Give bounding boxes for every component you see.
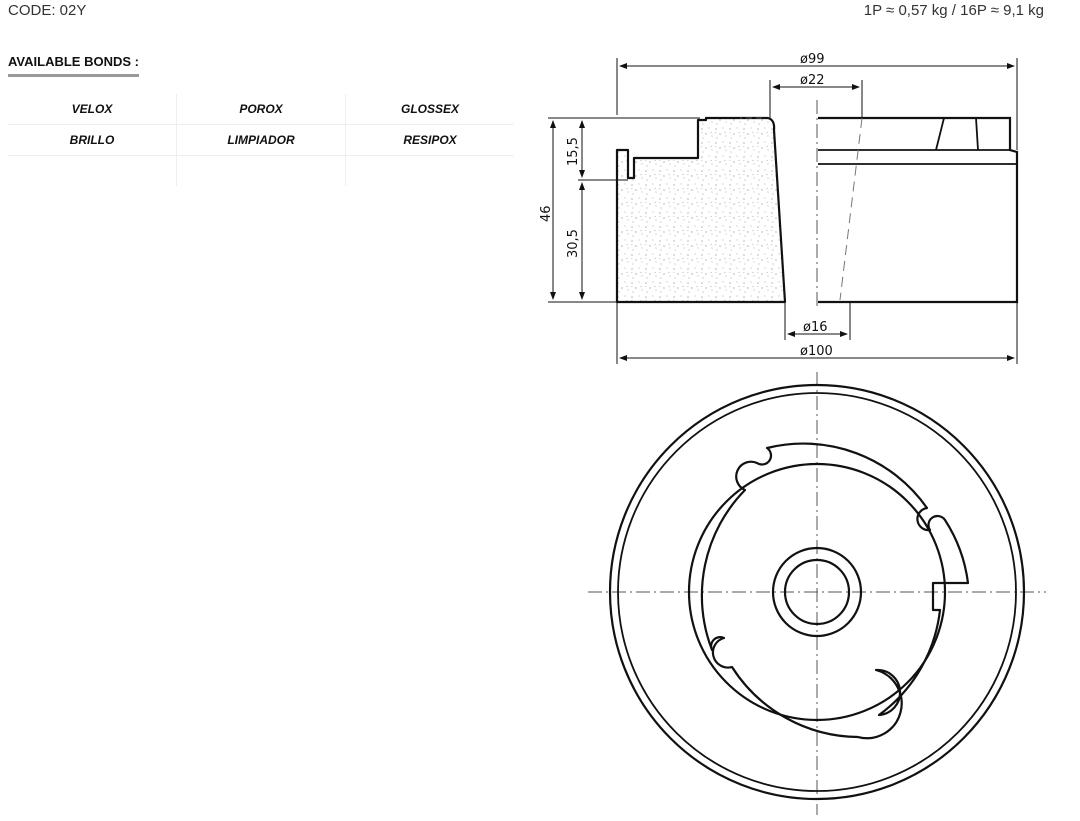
bond-cell: RESIPOX	[345, 124, 514, 156]
dim-label-d22: ø22	[800, 73, 825, 88]
dim-label-d99: ø99	[800, 52, 825, 67]
dim-label-h15-5: 15,5	[566, 137, 581, 166]
hub-circle	[771, 546, 863, 638]
dim-label-h46: 46	[539, 205, 554, 222]
side-view: ø99 ø22 ø16 ø100 15,5 46 30,5	[539, 52, 1019, 364]
bond-cell: LIMPIADOR	[176, 124, 346, 156]
table-row	[8, 155, 514, 186]
outer-circle	[608, 383, 1026, 801]
hidden-line	[839, 117, 863, 301]
dim-label-d100: ø100	[800, 344, 833, 359]
bonds-table: VELOX POROX GLOSSEX BRILLO LIMPIADOR RES…	[8, 94, 514, 186]
outer-circle-inner	[617, 392, 1017, 792]
slotted-contour-inner	[870, 604, 933, 697]
bond-cell: BRILLO	[8, 124, 177, 156]
table-row: VELOX POROX GLOSSEX	[8, 94, 514, 125]
bond-cell: GLOSSEX	[400, 102, 459, 116]
product-code: CODE: 02Y	[8, 2, 87, 19]
notch	[935, 117, 979, 151]
shoulder-circle	[687, 462, 947, 722]
bond-cell: POROX	[176, 94, 346, 125]
section-left	[615, 116, 787, 304]
weight-info: 1P ≈ 0,57 kg / 16P ≈ 9,1 kg	[863, 2, 1044, 19]
table-row: BRILLO LIMPIADOR RESIPOX	[8, 124, 514, 156]
dim-label-h30-5: 30,5	[566, 229, 581, 258]
bond-cell	[176, 155, 346, 186]
bore-circle	[783, 558, 851, 626]
section-right	[818, 116, 1019, 304]
bond-cell	[345, 155, 514, 186]
bond-cell	[8, 155, 177, 186]
bonds-title: AVAILABLE BONDS :	[8, 54, 139, 77]
top-view	[588, 372, 1046, 815]
bond-cell: VELOX	[71, 102, 113, 116]
slotted-contour	[700, 442, 970, 740]
dim-label-d16: ø16	[803, 320, 828, 335]
